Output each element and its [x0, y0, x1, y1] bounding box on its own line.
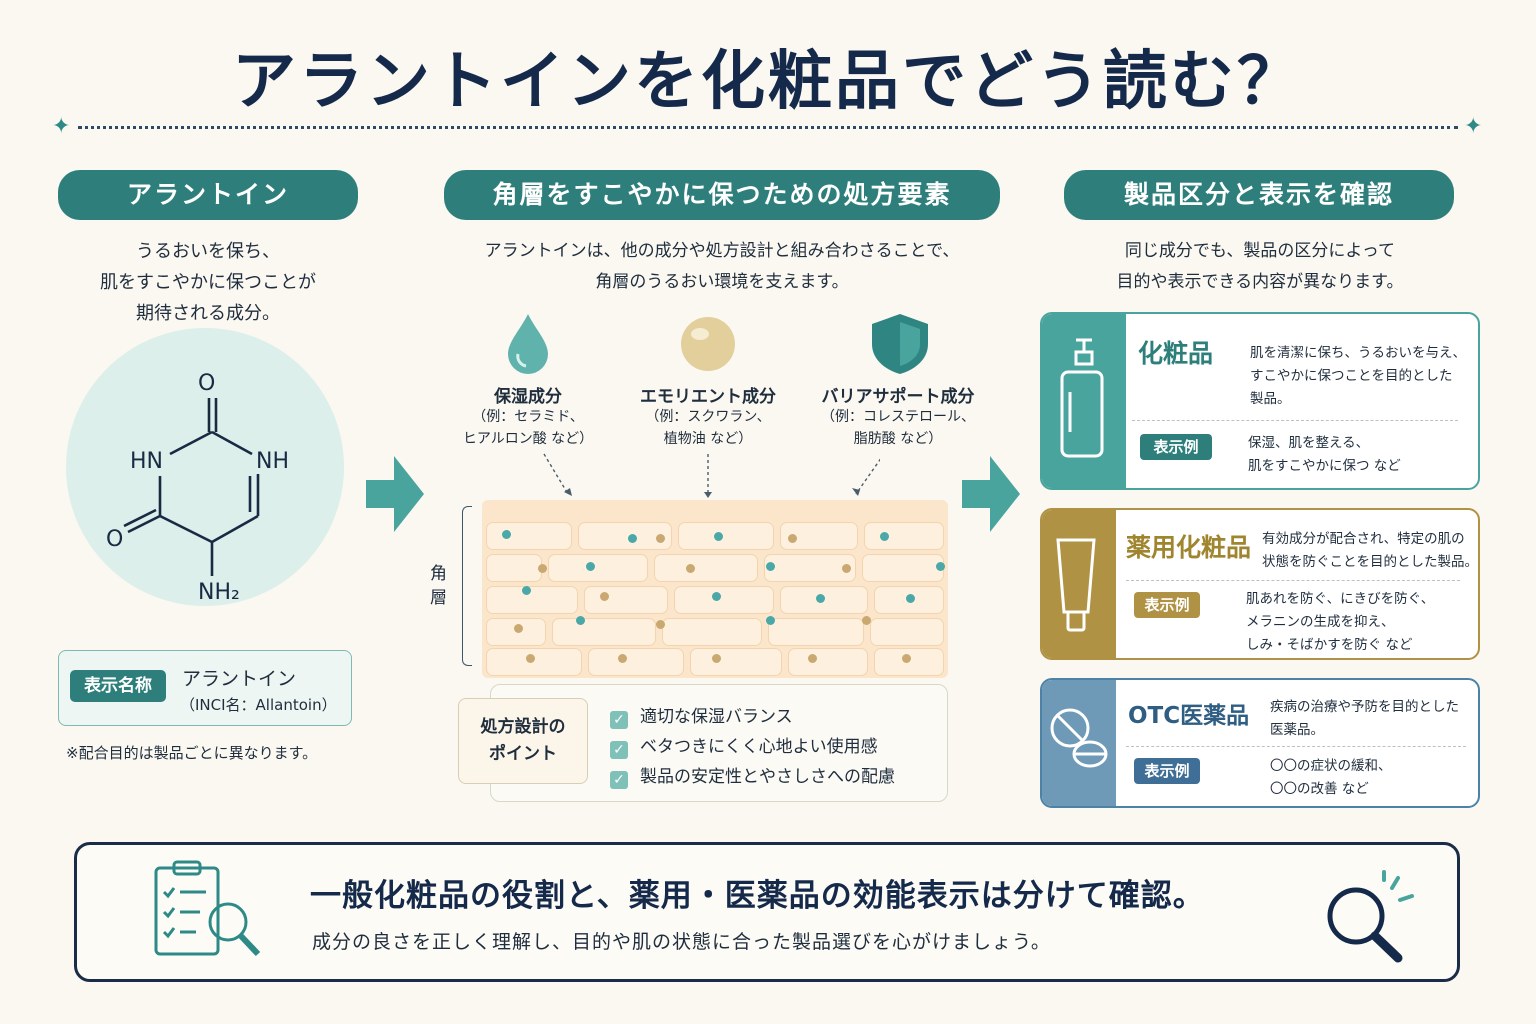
right-arrow-icon — [962, 456, 1020, 532]
oil-sphere-icon — [681, 317, 735, 371]
category-pill: 製品区分と表示を確認 — [1064, 170, 1454, 220]
sparkle-icon: ✦ — [1464, 114, 1483, 139]
formulation-description: アラントインは、他の成分や処方設計と組み合わさることで、 角層のうるおい環境を支… — [484, 241, 960, 292]
allantoin-structure-diagram — [123, 398, 260, 576]
stratum-corneum-illustration — [482, 500, 948, 678]
ingredient-name: バリアサポート成分 — [821, 387, 975, 407]
divider — [1126, 580, 1460, 581]
example-tag: 表示例 — [1134, 592, 1200, 618]
summary-headline: 一般化粧品の役割と、薬用・医薬品の効能表示は分けて確認。 — [310, 878, 1205, 914]
card-text: 有効成分が配合され、特定の肌の状態を防ぐことを目的とした製品。 — [1262, 531, 1478, 570]
display-name-box — [58, 650, 352, 726]
ingredient-name: 保湿成分 — [494, 387, 562, 407]
check-item: ✓ベタつきにくく心地よい使用感 — [610, 732, 878, 759]
ingredient-example: （例：スクワラン、植物油 など） — [645, 409, 771, 447]
ingredient-example: （例：セラミド、ヒアルロン酸 など） — [462, 409, 594, 447]
card-text: 肌を清潔に保ち、うるおいを与え、すこやかに保つことを目的とした製品。 — [1250, 345, 1466, 407]
magnifier-icon — [1327, 870, 1414, 963]
layer-bracket — [462, 506, 472, 666]
sparkle-icon: ✦ — [52, 114, 71, 139]
pump-bottle-icon — [1060, 338, 1104, 458]
check-item: ✓製品の安定性とやさしさへの配慮 — [610, 762, 895, 789]
check-item: ✓適切な保湿バランス — [610, 702, 793, 729]
formulation-note: ※配合目的は製品ごとに異なります。 — [66, 744, 318, 762]
cosmetics-card — [1040, 312, 1480, 490]
card-example: 肌あれを防ぐ、にきびを防ぐ、メラニンの生成を抑え、しみ・そばかすを防ぐ など — [1246, 591, 1435, 653]
formulation-pill: 角層をすこやかに保つための処方要素 — [444, 170, 1000, 220]
summary-banner — [74, 842, 1460, 982]
checkbox-icon: ✓ — [610, 771, 628, 789]
display-name-tag: 表示名称 — [70, 670, 166, 702]
summary-subtext: 成分の良さを正しく理解し、目的や肌の状態に合った製品選びを心がけましょう。 — [312, 931, 1051, 953]
atom-o-top: O — [198, 371, 216, 396]
clipboard-search-icon — [154, 860, 261, 957]
shield-icon — [872, 314, 928, 374]
checkbox-icon: ✓ — [610, 711, 628, 729]
card-example: 〇〇の症状の緩和、〇〇の改善 など — [1270, 758, 1392, 797]
card-text: 疾病の治療や予防を目的とした医薬品。 — [1270, 699, 1459, 738]
inci-name: （INCI名：Allantoin） — [180, 696, 337, 714]
allantoin-pill: アラントイン — [58, 170, 358, 220]
card-title: 薬用化粧品 — [1126, 533, 1252, 562]
ingredient-example: （例：コレステロール、脂肪酸 など） — [821, 409, 975, 447]
page-title: アラントインを化粧品でどう読む？ — [232, 45, 1304, 119]
atom-nh-right: NH — [256, 449, 289, 474]
dotted-divider — [78, 126, 1458, 129]
ingredient-name: エモリエント成分 — [640, 387, 776, 407]
atom-hn-left: HN — [130, 449, 163, 474]
divider — [1126, 746, 1466, 747]
water-drop-icon — [508, 314, 548, 374]
pointer-arrows — [543, 453, 880, 498]
card-title: 化粧品 — [1138, 339, 1214, 368]
tube-icon — [1056, 538, 1096, 632]
atom-nh2: NH₂ — [198, 580, 240, 605]
pills-icon — [1050, 708, 1108, 768]
structure-background — [66, 328, 344, 606]
example-tag: 表示例 — [1134, 758, 1200, 784]
display-name-value: アラントイン — [182, 668, 297, 690]
category-description: 同じ成分でも、製品の区分によって 目的や表示できる内容が異なります。 — [1116, 241, 1404, 292]
allantoin-description: うるおいを保ち、 肌をすこやかに保つことが 期待される成分。 — [100, 241, 316, 324]
card-example: 保湿、肌を整える、肌をすこやかに保つ など — [1248, 435, 1401, 474]
right-arrow-icon — [366, 456, 424, 532]
formulation-points-label: 処方設計のポイント — [458, 698, 588, 784]
checkbox-icon: ✓ — [610, 741, 628, 759]
divider — [1132, 420, 1458, 421]
example-tag: 表示例 — [1140, 434, 1212, 460]
quasi-drug-card — [1040, 508, 1480, 660]
stratum-corneum-label: 角層 — [430, 564, 447, 608]
atom-o-left: O — [106, 527, 124, 552]
card-title: OTC医薬品 — [1128, 703, 1250, 729]
